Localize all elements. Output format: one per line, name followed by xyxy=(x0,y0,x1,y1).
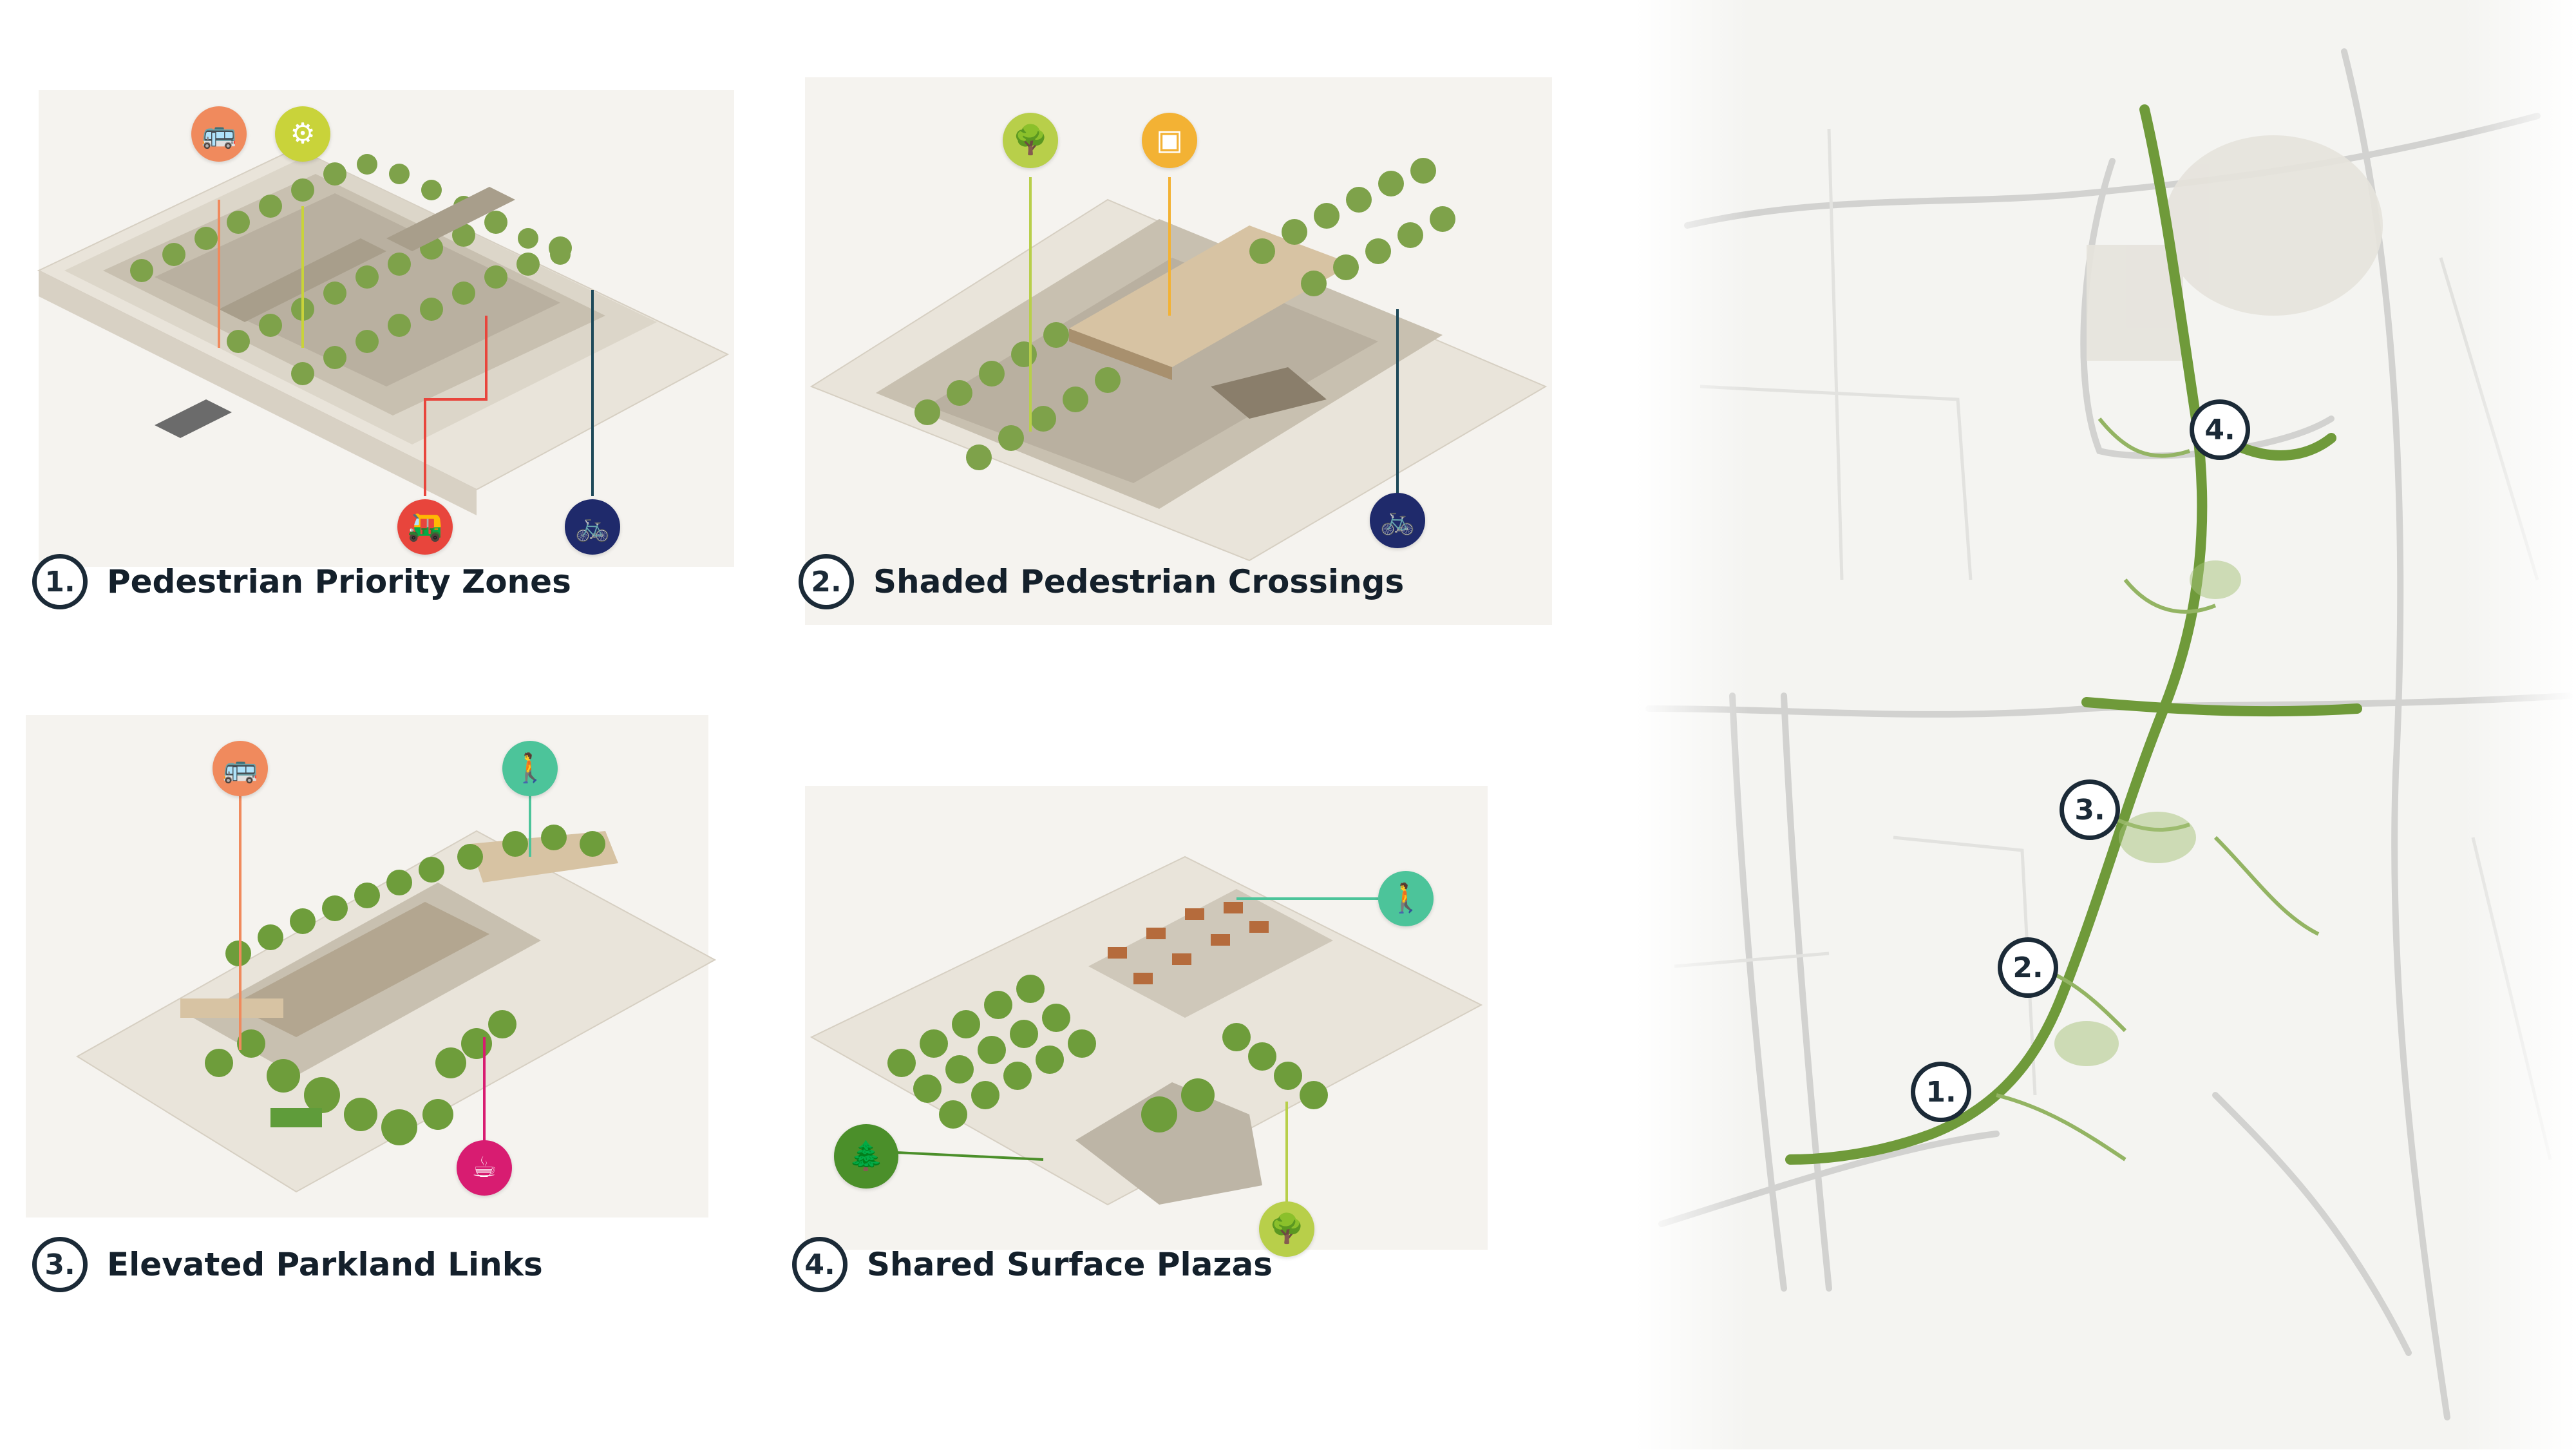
bus-stop-pedestrian-icon: 🚶 xyxy=(502,741,558,796)
panel-number: 2. xyxy=(799,554,854,609)
panel-shared-surface-plazas: 🚶 🌲 🌳 xyxy=(799,779,1546,1282)
trees-icon: 🌳 xyxy=(1259,1201,1314,1257)
panel-title: Pedestrian Priority Zones xyxy=(107,563,571,600)
panel-number: 4. xyxy=(792,1237,848,1292)
isometric-diagram-4 xyxy=(805,786,1488,1250)
panel-shaded-pedestrian-crossings: 🌳 ▣ 🚲 xyxy=(799,71,1558,638)
bicycle-icon: 🚲 xyxy=(565,499,620,555)
panel-title: Elevated Parkland Links xyxy=(107,1246,543,1283)
bus-icon: 🚌 xyxy=(191,106,247,162)
panel-number: 3. xyxy=(32,1237,88,1292)
panel-title: Shaded Pedestrian Crossings xyxy=(873,563,1405,600)
ticket-machine-icon: ⚙ xyxy=(275,106,330,162)
panel-title: Shared Surface Plazas xyxy=(867,1246,1273,1283)
kiosk-icon: ▣ xyxy=(1142,113,1197,168)
site-plan-map: 1. 2. 3. 4. xyxy=(1636,0,2576,1449)
bus-stop-pedestrian-icon: 🚶 xyxy=(1378,871,1434,926)
map-background xyxy=(1636,0,2576,1449)
park-tree-icon: 🌲 xyxy=(834,1124,898,1189)
isometric-diagram-3 xyxy=(26,715,717,1218)
map-marker-2[interactable]: 2. xyxy=(1998,937,2058,998)
bicycle-icon: 🚲 xyxy=(1370,493,1425,548)
map-marker-3[interactable]: 3. xyxy=(2060,779,2120,840)
panel-pedestrian-priority-zones: 🚌 ⚙ 🛺 🚲 xyxy=(26,77,747,644)
caption-panel-3: 3. Elevated Parkland Links xyxy=(32,1237,543,1292)
caption-panel-1: 1. Pedestrian Priority Zones xyxy=(32,554,571,609)
panel-elevated-parkland-links: 🚌 🚶 ☕ xyxy=(26,715,721,1243)
isometric-diagram-2 xyxy=(805,77,1552,625)
map-marker-4[interactable]: 4. xyxy=(2190,399,2250,460)
caption-panel-2: 2. Shaded Pedestrian Crossings xyxy=(799,554,1404,609)
trees-icon: 🌳 xyxy=(1003,113,1058,168)
cafe-cup-icon: ☕ xyxy=(457,1140,512,1196)
bus-icon: 🚌 xyxy=(213,741,268,796)
map-marker-1[interactable]: 1. xyxy=(1911,1062,1971,1122)
caption-panel-4: 4. Shared Surface Plazas xyxy=(792,1237,1273,1292)
isometric-diagram-1 xyxy=(37,90,734,567)
panel-number: 1. xyxy=(32,554,88,609)
golf-cart-icon: 🛺 xyxy=(397,499,453,555)
